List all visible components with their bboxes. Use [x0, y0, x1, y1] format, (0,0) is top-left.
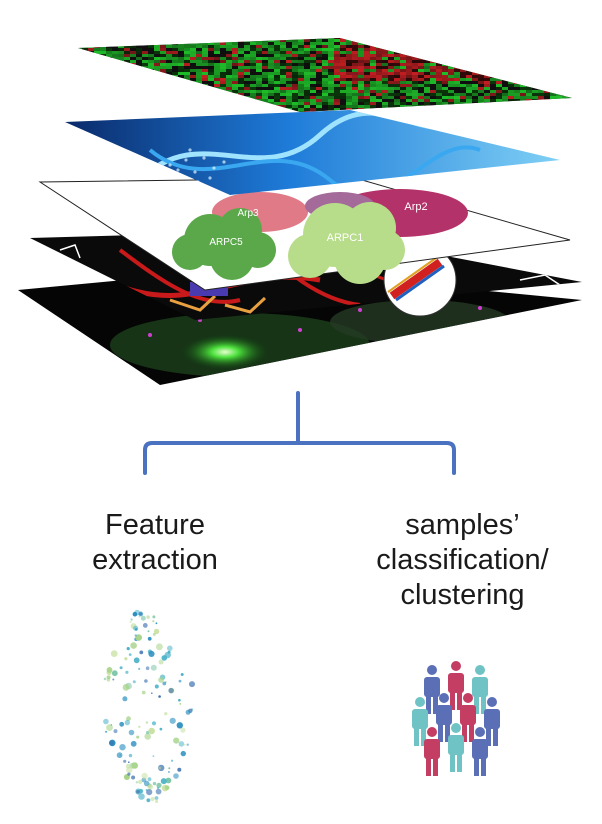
arpc5-blob	[172, 208, 276, 280]
feature-extraction-label: Feature extraction	[60, 508, 250, 578]
protein-label-arpc1: ARPC1	[327, 232, 364, 244]
person-figure	[448, 661, 464, 710]
microtubule-inset	[387, 257, 445, 302]
classification-line-2: classification/	[376, 544, 549, 576]
feature-extraction-line-1: Feature	[105, 509, 205, 541]
classification-clustering-label: samples’ classification/ clustering	[340, 508, 585, 613]
protein-complex-layer: Arp3 Arp2 ARPC5 ARPC1	[38, 177, 571, 291]
protein-label-arp3: Arp3	[237, 208, 259, 219]
network-graph-icon	[103, 609, 195, 803]
people-group-icon	[412, 661, 500, 776]
person-figure	[484, 697, 500, 746]
person-figure	[460, 693, 476, 742]
feature-extraction-line-2: extraction	[92, 544, 218, 576]
person-figure	[436, 693, 452, 742]
person-figure	[412, 697, 428, 746]
person-figure	[424, 665, 440, 714]
classification-line-1: samples’	[405, 509, 520, 541]
person-figure	[424, 727, 440, 776]
person-figure	[472, 665, 488, 714]
classification-line-3: clustering	[400, 579, 525, 611]
arpc1-blob	[288, 202, 405, 284]
person-figure	[448, 723, 464, 772]
person-figure	[472, 727, 488, 776]
heatmap-layer	[78, 38, 572, 112]
protein-label-arpc5: ARPC5	[209, 237, 243, 248]
branch-bracket	[143, 391, 456, 475]
protein-label-arp2: Arp2	[404, 201, 427, 213]
